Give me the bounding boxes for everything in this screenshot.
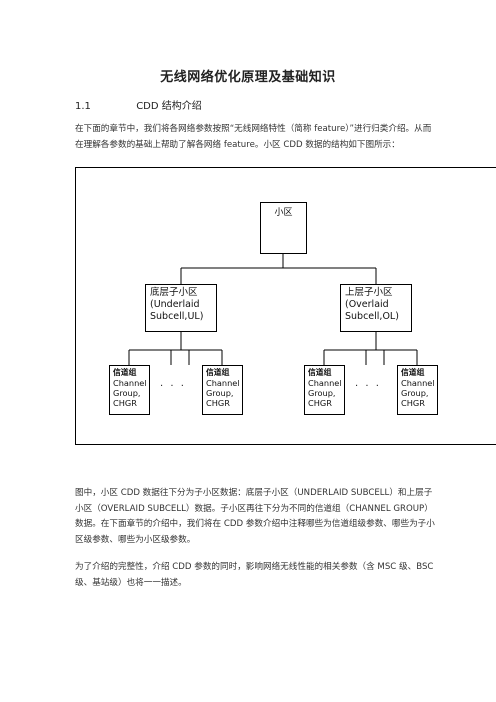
closing-paragraph: 为了介绍的完整性，介绍 CDD 参数的同时，影响网络无线性能的相关参数（含 MS… xyxy=(75,562,434,588)
chgr-line2: Channel xyxy=(113,378,147,388)
chgr-line1: 信道组 xyxy=(401,368,425,377)
chgr-line4: CHGR xyxy=(401,398,425,408)
chgr-line4: CHGR xyxy=(206,398,230,408)
channel-group-box: 信道组 Channel Group, CHGR xyxy=(202,365,243,415)
chgr-line3: Group, xyxy=(113,388,141,398)
page-title: 无线网络优化原理及基础知识 xyxy=(160,70,336,85)
chgr-line3: Group, xyxy=(206,388,234,398)
chgr-line2: Channel xyxy=(401,378,435,388)
underlaid-line2: (Underlaid xyxy=(150,299,200,310)
cell-box: 小区 xyxy=(260,202,307,254)
chgr-line4: CHGR xyxy=(113,398,137,408)
overlaid-line1: 上层子小区 xyxy=(345,287,393,298)
underlaid-line3: Subcell,UL) xyxy=(150,311,204,322)
channel-group-box: 信道组 Channel Group, CHGR xyxy=(397,365,438,415)
chgr-line2: Channel xyxy=(206,378,240,388)
section-heading: 1.1 CDD 结构介绍 xyxy=(75,97,202,112)
chgr-line3: Group, xyxy=(401,388,429,398)
overlaid-subcell-box: 上层子小区 (Overlaid Subcell,OL) xyxy=(340,284,412,332)
underlaid-subcell-box: 底层子小区 (Underlaid Subcell,UL) xyxy=(145,284,217,332)
chgr-line4: CHGR xyxy=(308,398,332,408)
chgr-line1: 信道组 xyxy=(113,368,137,377)
overlaid-line3: Subcell,OL) xyxy=(345,311,399,322)
ellipsis-left: . . . xyxy=(160,378,186,389)
chgr-line3: Group, xyxy=(308,388,336,398)
connector-lines xyxy=(128,254,418,365)
intro-paragraph: 在下面的章节中，我们将各网络参数按照“无线网络特性（简称 feature）”进行… xyxy=(75,124,432,150)
underlaid-line1: 底层子小区 xyxy=(150,287,198,298)
section-number: 1.1 xyxy=(75,101,91,112)
ellipsis-right: . . . xyxy=(355,378,381,389)
overlaid-line2: (Overlaid xyxy=(345,299,389,310)
channel-group-box: 信道组 Channel Group, CHGR xyxy=(304,365,345,415)
section-title: CDD 结构介绍 xyxy=(136,101,202,112)
chgr-line1: 信道组 xyxy=(308,368,332,377)
explanation-paragraph: 图中，小区 CDD 数据往下分为子小区数据：底层子小区（UNDERLAID SU… xyxy=(75,488,435,545)
cdd-structure-diagram: 小区 底层子小区 (Underlaid Subcell,UL) 上层子小区 (O… xyxy=(75,167,496,445)
channel-group-box: 信道组 Channel Group, CHGR xyxy=(109,365,150,415)
chgr-line2: Channel xyxy=(308,378,342,388)
chgr-line1: 信道组 xyxy=(206,368,230,377)
